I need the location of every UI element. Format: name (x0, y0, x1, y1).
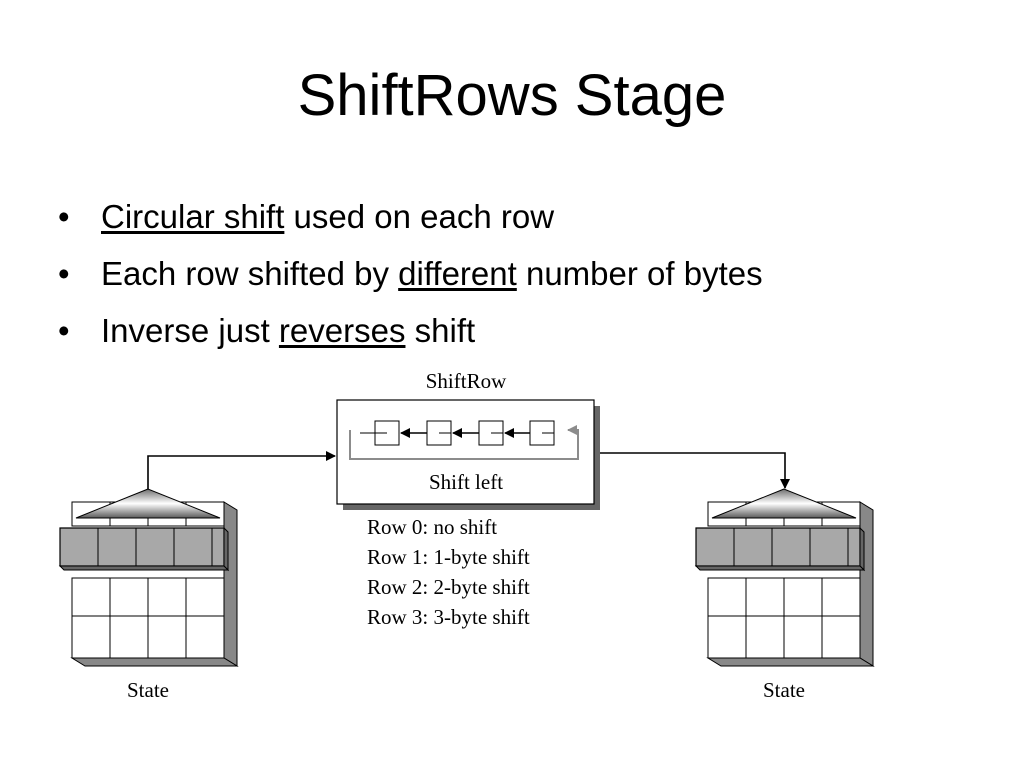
row-selector-pyramid (711, 488, 857, 519)
bullet-text-pre: Inverse just (101, 312, 279, 349)
bullet-emphasis: reverses (278, 312, 406, 349)
shiftrows-diagram: ShiftRow Shift left Row 0: no shift (0, 360, 1024, 720)
bullet-item: • Each row shifted by different number o… (58, 245, 763, 302)
row-shift-item: Row 3: 3-byte shift (367, 605, 530, 629)
bullet-marker: • (58, 255, 70, 292)
bullet-item: • Circular shift used on each row (58, 188, 763, 245)
bullet-text-post: used on each row (284, 198, 555, 235)
state-matrix-right (694, 488, 875, 667)
bullet-text-post: number of bytes (516, 255, 763, 292)
output-arrow (600, 452, 790, 489)
bullet-list: • Circular shift used on each row • Each… (58, 188, 763, 359)
shiftrow-title: ShiftRow (426, 369, 507, 393)
row-shift-item: Row 2: 2-byte shift (367, 575, 530, 599)
input-arrow (147, 451, 336, 493)
row-shift-item: Row 0: no shift (367, 515, 497, 539)
row-shift-list: Row 0: no shift Row 1: 1-byte shift Row … (367, 515, 530, 629)
shift-left-caption: Shift left (429, 470, 503, 494)
state-label-left: State (127, 678, 169, 702)
bullet-text-pre: Each row shifted by (101, 255, 399, 292)
shiftrow-box: Shift left (336, 399, 600, 510)
row-shift-item: Row 1: 1-byte shift (367, 545, 530, 569)
bullet-text-post: shift (405, 312, 476, 349)
bullet-marker: • (58, 312, 70, 349)
diagram-svg: ShiftRow Shift left Row 0: no shift (58, 369, 875, 702)
row-selector-pyramid (75, 488, 221, 519)
state-matrix-left (58, 488, 239, 667)
bullet-marker: • (58, 198, 70, 235)
bullet-emphasis: different (398, 255, 517, 292)
box-frame (336, 399, 595, 505)
slide-title: ShiftRows Stage (297, 63, 727, 128)
bullet-emphasis: Circular shift (101, 198, 285, 235)
feedback-arrow (349, 425, 579, 460)
bullet-item: • Inverse just reverses shift (58, 302, 763, 359)
state-label-right: State (763, 678, 805, 702)
